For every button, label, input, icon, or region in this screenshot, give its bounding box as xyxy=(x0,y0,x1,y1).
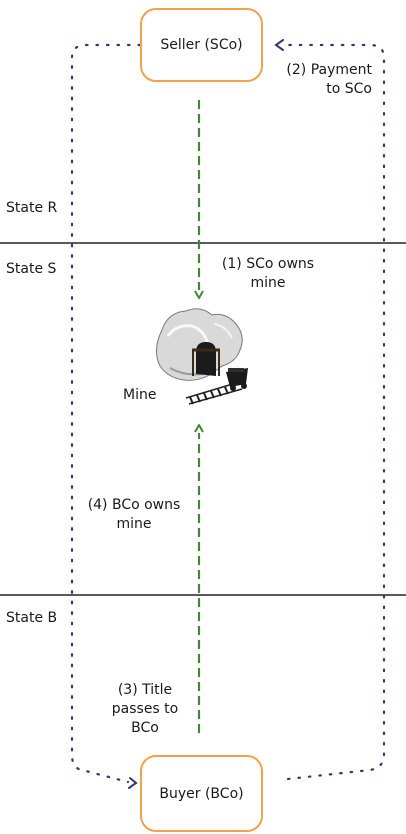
dotted-path-left xyxy=(70,43,142,784)
mine-icon xyxy=(156,308,248,405)
step-1-label: (1) SCo owns mine xyxy=(206,255,330,293)
step-4-line-1: (4) BCo owns xyxy=(87,497,181,513)
step-2-label: (2) Payment to SCo xyxy=(250,61,372,99)
step-2-line-1: (2) Payment xyxy=(286,62,372,78)
step-2-line-2: to SCo xyxy=(326,81,372,97)
buyer-label: Buyer (BCo) xyxy=(159,785,244,802)
dotted-path-left-arrowhead xyxy=(128,777,138,789)
step-3-line-2: passes to xyxy=(111,701,179,717)
state-s-label: State S xyxy=(6,261,57,277)
step-4-line-2: mine xyxy=(116,516,152,532)
state-r-label: State R xyxy=(6,200,58,216)
seller-label: Seller (SCo) xyxy=(160,37,243,53)
step-3-label: (3) Title passes to BCo xyxy=(95,681,195,738)
step-4-label: (4) BCo owns mine xyxy=(70,496,198,534)
step-1-line-2: mine xyxy=(250,275,286,291)
arrow-buyer-to-mine-head xyxy=(194,424,204,433)
dotted-path-right xyxy=(282,43,386,781)
step-1-line-1: (1) SCo owns xyxy=(221,256,315,272)
arrow-seller-to-mine-head xyxy=(194,290,204,299)
step-3-line-1: (3) Title xyxy=(117,682,173,698)
state-b-label: State B xyxy=(6,610,58,626)
step-3-line-3: BCo xyxy=(131,720,159,736)
buyer-box: Buyer (BCo) xyxy=(140,755,263,832)
dotted-path-right-arrowhead xyxy=(274,39,284,51)
seller-box: Seller (SCo) xyxy=(140,8,263,82)
mine-label: Mine xyxy=(123,387,157,403)
